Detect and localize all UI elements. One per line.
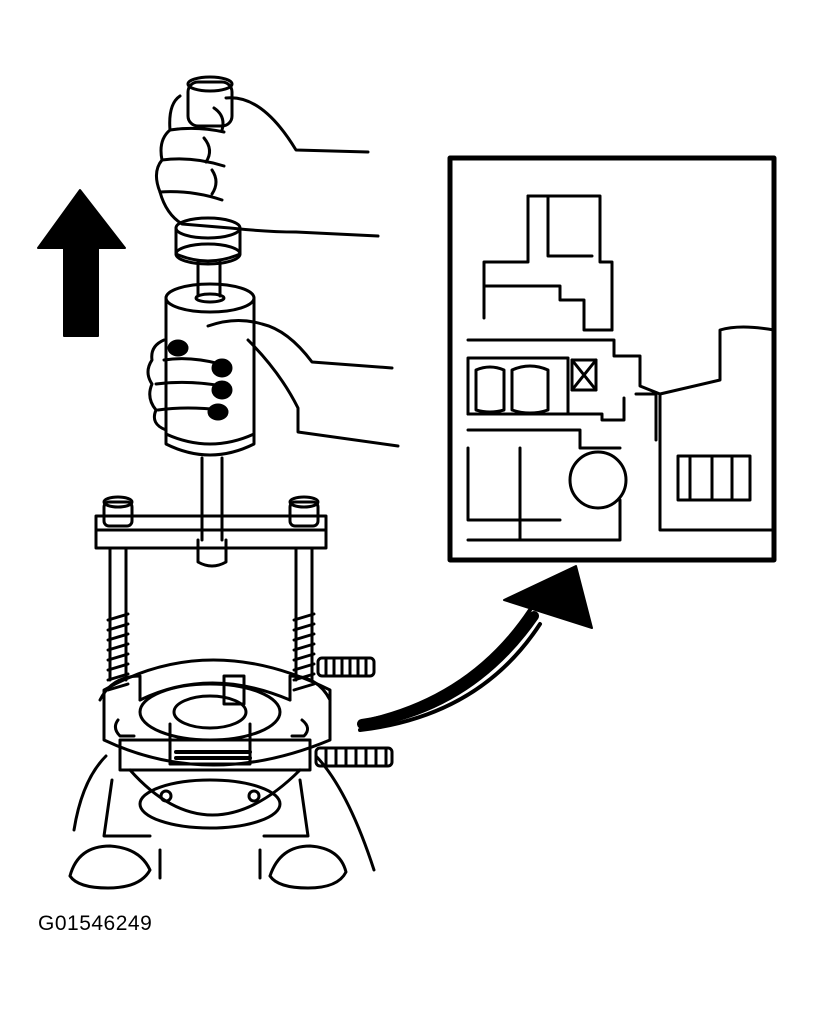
up-arrow-icon (37, 189, 126, 337)
sliding-weight (164, 282, 256, 457)
curved-arrow-icon (357, 565, 593, 732)
side-bolts (314, 656, 394, 768)
upper-hand (155, 94, 380, 238)
slide-hammer-handle (186, 75, 234, 128)
detail-inset (447, 155, 777, 563)
hub-assembly (98, 658, 332, 772)
puller-legs (106, 546, 316, 692)
steering-knuckle (68, 754, 376, 890)
puller-crossbar (94, 495, 328, 550)
lower-hand (146, 319, 400, 448)
hammer-stop-collar (174, 216, 242, 266)
figure-code: G01546249 (38, 912, 153, 935)
puller-shaft (196, 260, 228, 568)
